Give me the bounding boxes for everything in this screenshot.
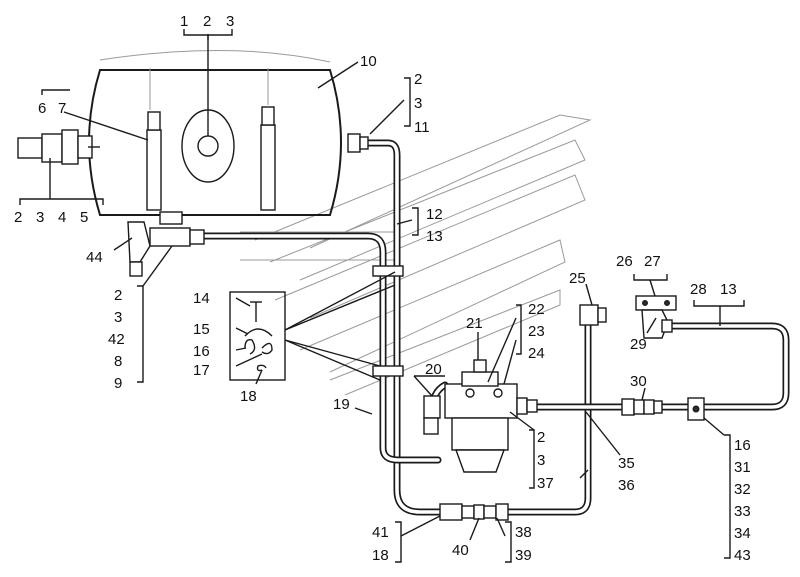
mounting-hardware-detail — [229, 271, 396, 381]
callout-25: 25 — [569, 270, 586, 287]
callout-3: 3 — [226, 13, 234, 30]
callout-33: 33 — [734, 503, 751, 520]
callout-43: 43 — [734, 547, 751, 564]
callout-16: 16 — [734, 437, 751, 454]
callout-5: 5 — [80, 209, 88, 226]
callout-3: 3 — [537, 452, 545, 469]
callout-18: 18 — [372, 547, 389, 564]
callout-6: 6 — [38, 100, 46, 117]
callout-3: 3 — [36, 209, 44, 226]
callout-22: 22 — [528, 301, 545, 318]
callout-3: 3 — [414, 95, 422, 112]
air-tank — [88, 34, 342, 225]
callout-2: 2 — [203, 13, 211, 30]
callout-21: 21 — [466, 315, 483, 332]
callout-1: 1 — [180, 13, 188, 30]
callout-30: 30 — [630, 373, 647, 390]
callout-38: 38 — [515, 524, 532, 541]
callout-11: 11 — [414, 119, 430, 136]
callout-12: 12 — [426, 206, 443, 223]
callout-2: 2 — [14, 209, 22, 226]
callout-42: 42 — [108, 331, 125, 348]
callout-leaders — [19, 29, 745, 563]
callout-8: 8 — [114, 353, 122, 370]
callout-2: 2 — [114, 287, 122, 304]
callout-39: 39 — [515, 547, 532, 564]
callout-18: 18 — [240, 388, 257, 405]
callout-16: 16 — [193, 343, 210, 360]
callout-7: 7 — [58, 100, 66, 117]
tank-drain-valve — [17, 129, 100, 165]
callout-29: 29 — [630, 336, 647, 353]
filter-regulator — [444, 359, 538, 473]
callout-14: 14 — [193, 290, 210, 307]
callout-44: 44 — [86, 249, 103, 266]
callout-31: 31 — [734, 459, 751, 476]
callout-20: 20 — [425, 361, 442, 378]
callout-4: 4 — [58, 209, 66, 226]
callout-27: 27 — [644, 253, 661, 270]
callout-24: 24 — [528, 345, 545, 362]
callout-23: 23 — [528, 323, 545, 340]
callout-15: 15 — [193, 321, 210, 338]
callout-32: 32 — [734, 481, 751, 498]
callout-26: 26 — [616, 253, 633, 270]
callout-13: 13 — [426, 228, 443, 245]
callout-3: 3 — [114, 309, 122, 326]
air-lines — [196, 139, 790, 516]
callout-17: 17 — [193, 362, 210, 379]
callout-10: 10 — [360, 53, 377, 70]
callout-9: 9 — [114, 375, 122, 392]
callout-35: 35 — [618, 455, 635, 472]
callout-labels: 1 2 3 10 6 7 2 3 11 2 3 4 5 12 13 44 2 3… — [14, 13, 751, 564]
chassis-outline — [99, 50, 592, 396]
callout-2: 2 — [537, 429, 545, 446]
callout-36: 36 — [618, 477, 635, 494]
fittings — [127, 133, 705, 521]
callout-41: 41 — [372, 524, 389, 541]
callout-37: 37 — [537, 475, 554, 492]
callout-34: 34 — [734, 525, 751, 542]
callout-19: 19 — [333, 396, 350, 413]
callout-13: 13 — [720, 281, 737, 298]
callout-28: 28 — [690, 281, 707, 298]
callout-40: 40 — [452, 542, 469, 559]
callout-2: 2 — [414, 71, 422, 88]
